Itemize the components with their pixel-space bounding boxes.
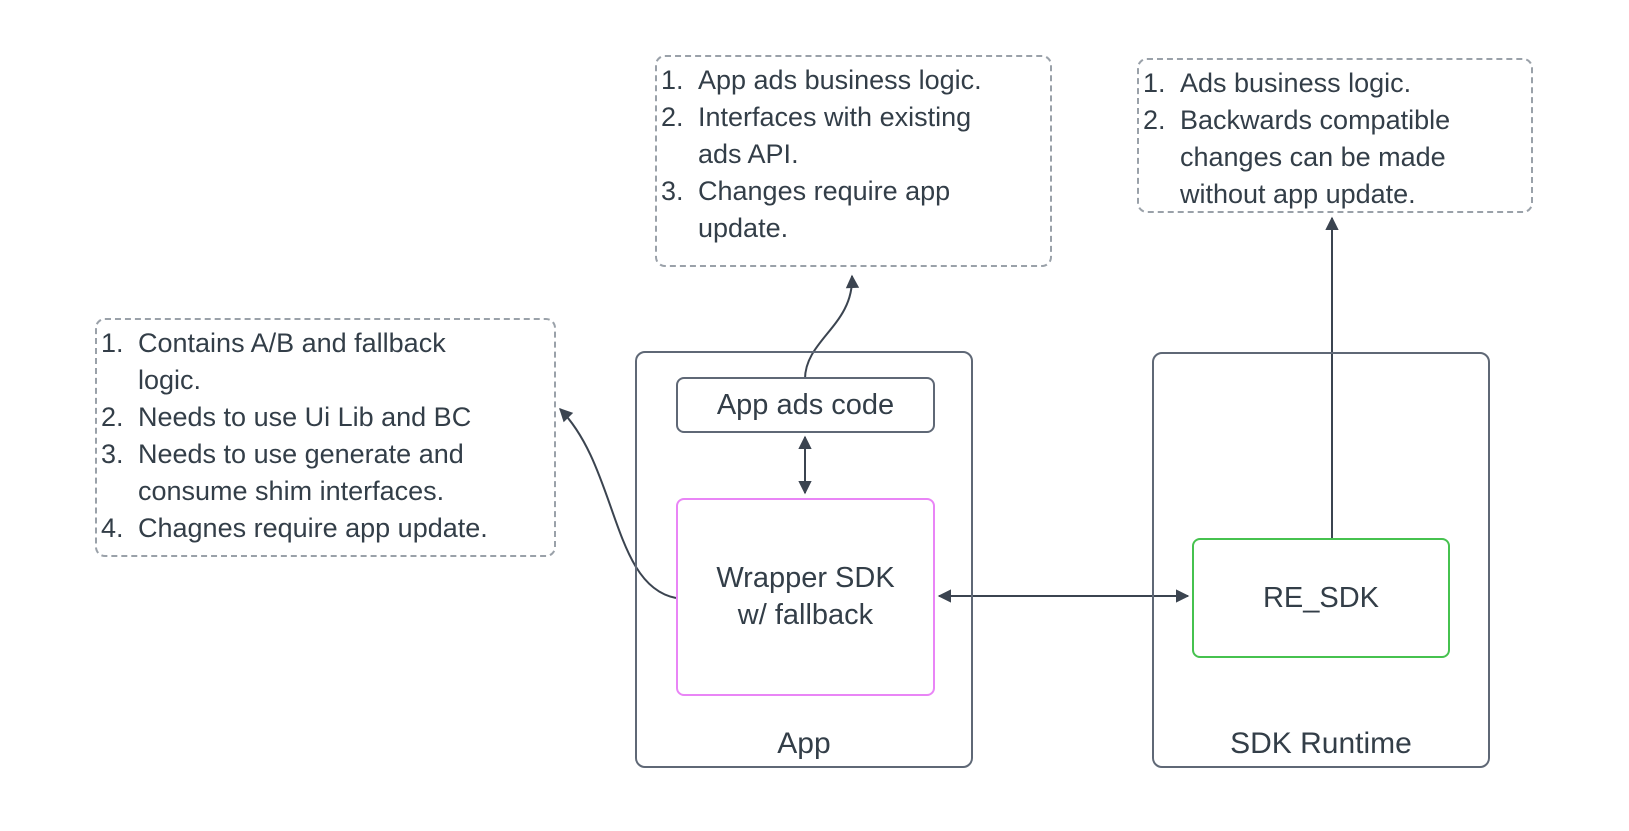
text-line: changes can be made bbox=[1180, 142, 1446, 172]
list-item: 2. Backwards compatible changes can be m… bbox=[1143, 102, 1529, 213]
list-number: 1. bbox=[1143, 68, 1166, 98]
note-app-ads-code-details: 1. App ads business logic. 2. Interfaces… bbox=[655, 55, 1052, 267]
text-line: without app update. bbox=[1180, 179, 1416, 209]
list-number: 3. bbox=[101, 439, 124, 469]
list-item: 1. Contains A/B and fallback logic. bbox=[101, 325, 552, 399]
text-line: logic. bbox=[138, 365, 202, 395]
list-text: Backwards compatible changes can be made… bbox=[1180, 102, 1450, 213]
list-item: 2. Interfaces with existing ads API. bbox=[661, 99, 1048, 173]
text-line: Ads business logic. bbox=[1180, 68, 1412, 98]
list-item: 4. Chagnes require app update. bbox=[101, 510, 552, 547]
text-line: Chagnes require app update. bbox=[138, 513, 488, 543]
text-line: Needs to use generate and bbox=[138, 439, 464, 469]
list-text: App ads business logic. bbox=[698, 62, 982, 99]
node-re-sdk: RE_SDK bbox=[1192, 538, 1450, 658]
text-line: update. bbox=[698, 213, 789, 243]
list-text: Needs to use Ui Lib and BC bbox=[138, 399, 471, 436]
container-app-label: App bbox=[777, 727, 831, 760]
text-line: Needs to use Ui Lib and BC bbox=[138, 402, 472, 432]
container-app: App bbox=[635, 351, 973, 768]
container-sdk-runtime-label: SDK Runtime bbox=[1230, 727, 1412, 760]
list-number: 2. bbox=[661, 102, 684, 132]
list-number: 2. bbox=[1143, 105, 1166, 135]
list-number: 1. bbox=[101, 328, 124, 358]
list-item: 1. App ads business logic. bbox=[661, 62, 1048, 99]
container-sdk-runtime: SDK Runtime bbox=[1152, 352, 1490, 768]
text-line: ads API. bbox=[698, 139, 799, 169]
list-item: 3. Needs to use generate and consume shi… bbox=[101, 436, 552, 510]
list-text: Contains A/B and fallback logic. bbox=[138, 325, 446, 399]
node-app-ads-code-label: App ads code bbox=[716, 388, 895, 421]
node-wrapper-sdk-label-line1: Wrapper SDK bbox=[716, 562, 895, 594]
text-line: Interfaces with existing bbox=[698, 102, 972, 132]
list-text: Needs to use generate and consume shim i… bbox=[138, 436, 464, 510]
text-line: Backwards compatible bbox=[1180, 105, 1451, 135]
text-line: Changes require app bbox=[698, 176, 951, 206]
list-item: 1. Ads business logic. bbox=[1143, 65, 1529, 102]
list-text: Chagnes require app update. bbox=[138, 510, 488, 547]
node-re-sdk-label: RE_SDK bbox=[1262, 581, 1380, 614]
node-app-ads-code: App ads code bbox=[676, 377, 935, 433]
list-number: 4. bbox=[101, 513, 124, 543]
list-number: 3. bbox=[661, 176, 684, 206]
note-re-sdk-details: 1. Ads business logic. 2. Backwards comp… bbox=[1137, 58, 1533, 213]
list-item: 2. Needs to use Ui Lib and BC bbox=[101, 399, 552, 436]
list-item: 3. Changes require app update. bbox=[661, 173, 1048, 247]
note-wrapper-sdk-details: 1. Contains A/B and fallback logic. 2. N… bbox=[95, 318, 556, 557]
node-wrapper-sdk: Wrapper SDK w/ fallback bbox=[676, 498, 935, 696]
list-text: Interfaces with existing ads API. bbox=[698, 99, 971, 173]
list-text: Ads business logic. bbox=[1180, 65, 1411, 102]
node-wrapper-sdk-label-line2: w/ fallback bbox=[737, 599, 874, 631]
list-number: 1. bbox=[661, 65, 684, 95]
list-number: 2. bbox=[101, 402, 124, 432]
text-line: App ads business logic. bbox=[698, 65, 982, 95]
list-text: Changes require app update. bbox=[698, 173, 950, 247]
text-line: consume shim interfaces. bbox=[138, 476, 445, 506]
text-line: Contains A/B and fallback bbox=[138, 328, 446, 358]
